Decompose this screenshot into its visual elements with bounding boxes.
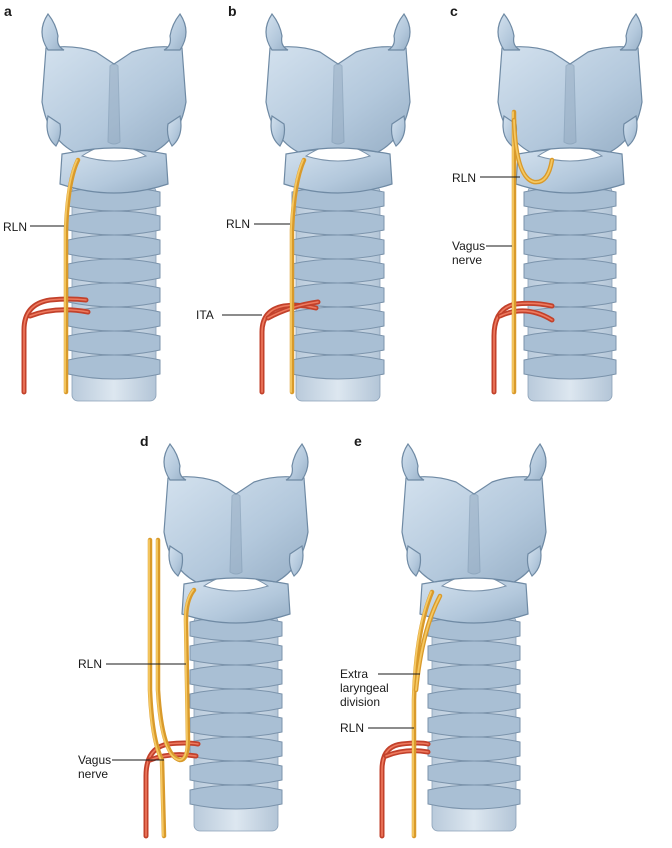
vagus-label-line1: Vagus: [78, 753, 111, 767]
panel-a: a RLN: [3, 3, 187, 402]
vagus-label-line1: Vagus: [452, 239, 485, 253]
panel-letter: c: [450, 3, 458, 19]
panel-letter: b: [228, 3, 237, 19]
extra-label-line3: division: [340, 695, 380, 709]
panel-letter: a: [4, 3, 12, 19]
vagus-label-line2: nerve: [78, 767, 108, 781]
panel-c: c RLN Vagus nerve: [450, 3, 643, 402]
rln-label: RLN: [3, 220, 27, 234]
rln-label: RLN: [226, 217, 250, 231]
rln-label: RLN: [78, 657, 102, 671]
panel-letter: e: [354, 433, 362, 449]
extra-label-line1: Extra: [340, 667, 368, 681]
panel-b: b RLN ITA: [196, 3, 411, 402]
extra-label-line2: laryngeal: [340, 681, 389, 695]
rln-label: RLN: [340, 721, 364, 735]
ita-label: ITA: [196, 308, 214, 322]
panel-d: d RLN Vagus nerve: [78, 433, 309, 839]
panel-letter: d: [140, 433, 149, 449]
rln-label: RLN: [452, 171, 476, 185]
panel-e: e Extra laryngeal division RLN: [340, 433, 547, 839]
vagus-label-line2: nerve: [452, 253, 482, 267]
